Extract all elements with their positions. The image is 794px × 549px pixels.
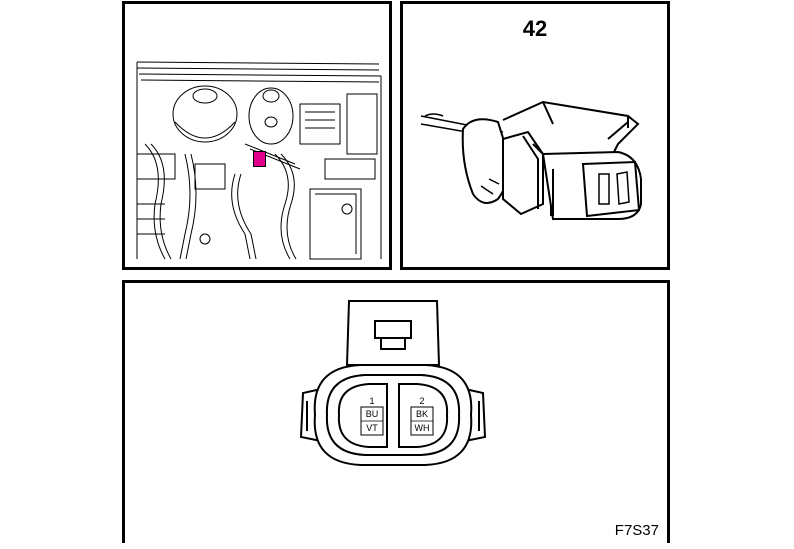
connector-number: 42 [522,16,548,41]
pin-1-color-a: BU [366,409,379,419]
connector-face-panel: 1 BU VT 2 BK WH F7S37 [122,280,670,545]
connector-latch [345,300,441,366]
pin-1-color-b: VT [366,423,378,433]
engine-bay-panel [122,1,392,270]
connector-face-drawing: 1 BU VT 2 BK WH [299,300,487,466]
connector-perspective-panel: 42 [400,1,670,270]
pin-1-number: 1 [369,396,374,406]
connector-shell [313,364,473,466]
connector-perspective-drawing [420,100,642,220]
pin-2-color-b: WH [415,423,430,433]
figure-code: F7S37 [614,522,659,539]
pin-cavity-1 [337,383,388,448]
pin-2-color-a: BK [416,409,428,419]
pin-2-number: 2 [419,396,424,406]
connector-location-highlight [253,151,266,167]
engine-bay-drawing [136,61,382,260]
pin-cavity-2 [398,383,449,448]
